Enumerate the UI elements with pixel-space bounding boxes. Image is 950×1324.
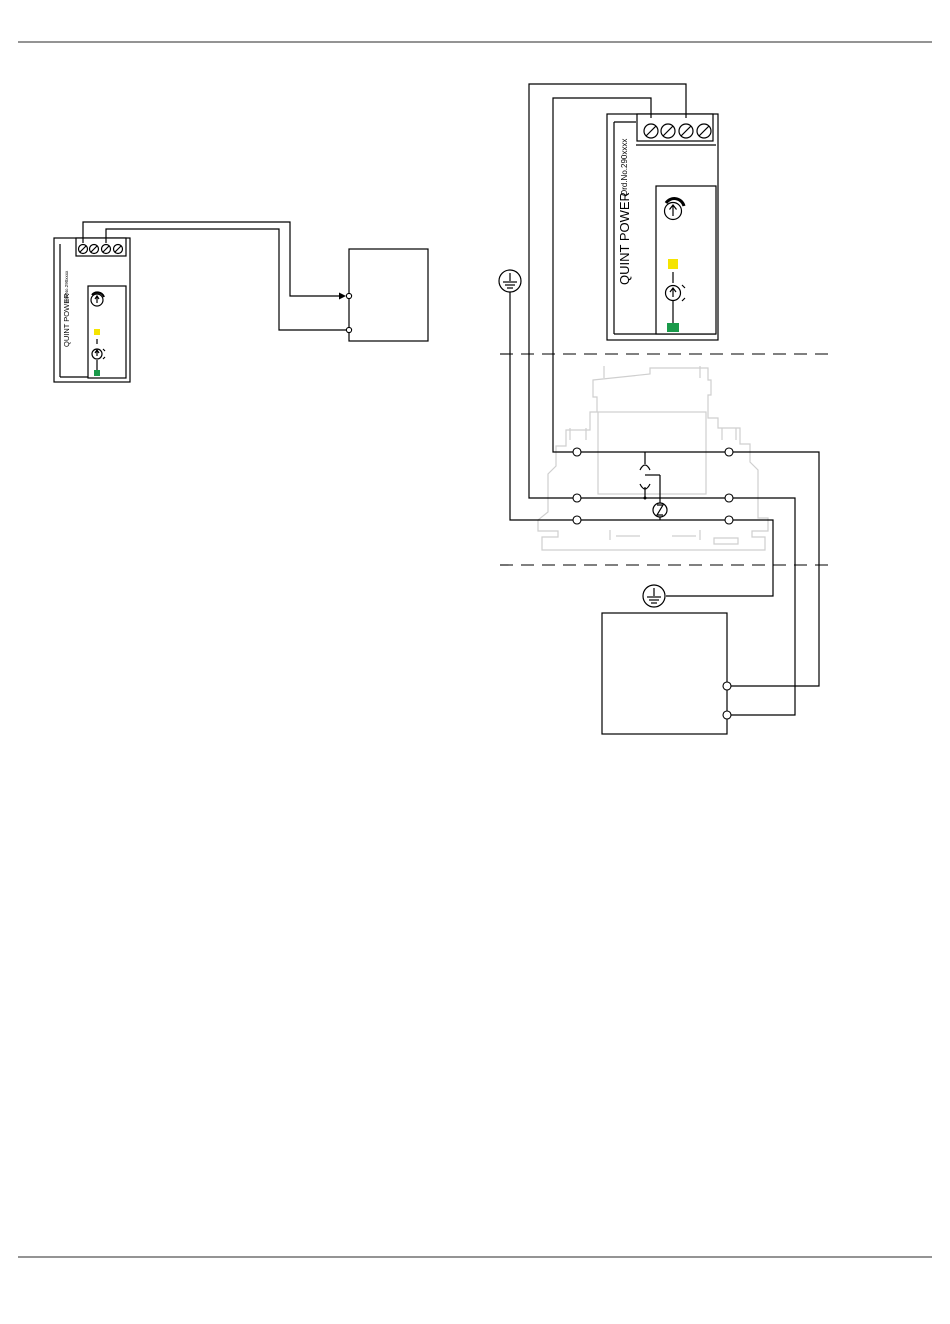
left-diagram: QUINT POWER Ord.No.290xxxx (54, 222, 428, 382)
right-led-yellow (668, 259, 678, 269)
left-load-terminal (346, 327, 351, 332)
right-load-box (602, 613, 727, 734)
right-order-label: Ord.No.290xxxx (620, 139, 629, 196)
ground-icon (499, 270, 521, 292)
ground-icon (643, 585, 665, 607)
left-load-terminal (346, 293, 351, 298)
right-wire-3 (729, 452, 819, 686)
left-order-label: Ord.No.290xxxx (64, 270, 69, 303)
ground-wire-top (510, 292, 577, 520)
right-led-green (667, 323, 679, 332)
gas-discharge-tube-icon (640, 452, 667, 520)
left-power-supply: QUINT POWER Ord.No.290xxxx (54, 238, 130, 382)
right-load-terminal (723, 682, 731, 690)
right-terminal-block-icon (637, 114, 713, 141)
left-load-box (349, 249, 428, 341)
protector-terminal (573, 448, 581, 456)
right-power-supply: QUINT POWER Ord.No.290xxxx (607, 114, 718, 340)
protector-terminal (573, 516, 581, 524)
right-diagram: QUINT POWER Ord.No.290xxxx (499, 84, 830, 734)
left-arrow-icon (339, 293, 346, 300)
right-brand-label: QUINT POWER (617, 192, 632, 285)
left-wire-negative (106, 229, 346, 330)
protector-terminal (725, 494, 733, 502)
left-led-green (94, 370, 100, 376)
right-load-terminal (723, 711, 731, 719)
protector-terminal (725, 516, 733, 524)
left-potentiometer-icon (91, 292, 104, 306)
left-led-yellow (94, 329, 100, 335)
protector-terminal (573, 494, 581, 502)
protector-terminal (725, 448, 733, 456)
surge-protector-icon (538, 366, 768, 550)
